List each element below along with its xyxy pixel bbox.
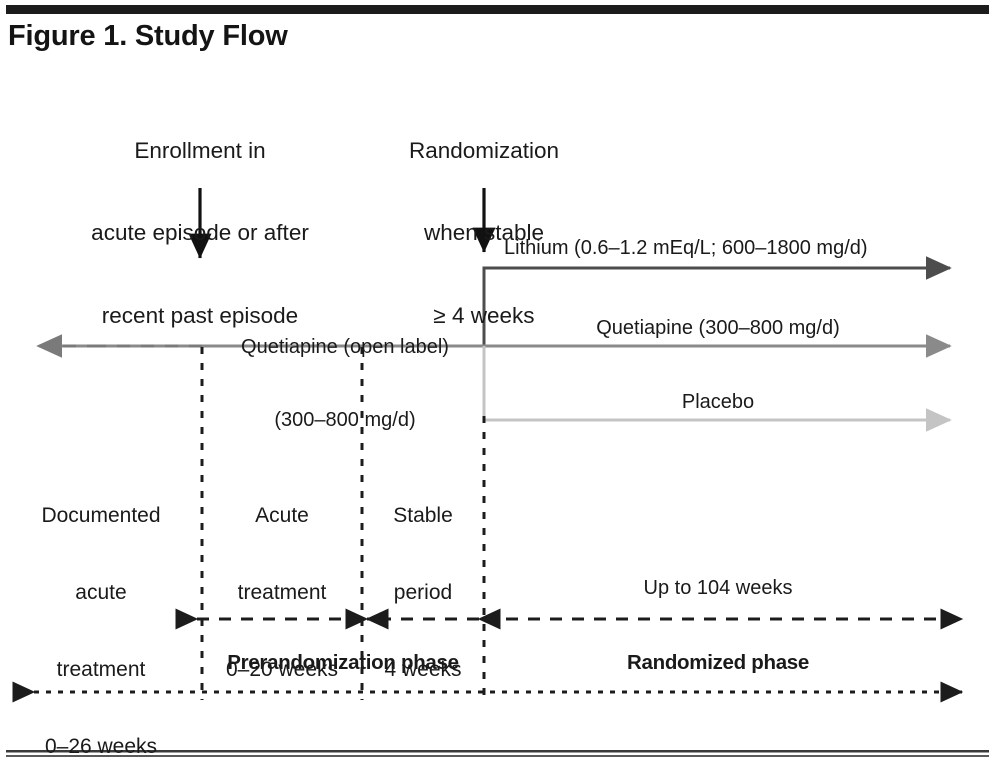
duration-note: Up to 104 weeks [643, 577, 793, 599]
column-stable-period: Stable period 4 weeks [384, 452, 461, 734]
annotation-randomization-line-3: ≥ 4 weeks [433, 302, 535, 328]
annotation-enrollment: Enrollment in acute episode or after rec… [91, 82, 309, 384]
column-documented-line-1: Documented [41, 504, 161, 528]
annotation-enrollment-line-1: Enrollment in [134, 137, 266, 163]
column-stable-line-1: Stable [393, 504, 453, 528]
lithium-arm-line [482, 256, 952, 346]
column-acute-line-1: Acute [255, 504, 309, 528]
open-label-line-1: Quetiapine (open label) [241, 335, 449, 358]
column-stable-line-2: period [393, 581, 453, 605]
column-documented-line-2: acute [75, 581, 127, 605]
bottom-rule-upper [6, 750, 989, 753]
annotation-randomization: Randomization when stable ≥ 4 weeks [409, 82, 559, 384]
open-label-quetiapine-block: Quetiapine (open label) (300–800 mg/d) [241, 286, 449, 481]
column-documented-line-3: treatment [56, 657, 146, 681]
column-stable-line-3: 4 weeks [384, 657, 462, 681]
annotation-enrollment-line-3: recent past episode [101, 302, 299, 328]
arm-label-placebo: Placebo [681, 391, 755, 413]
column-acute-line-2: treatment [237, 581, 327, 605]
annotation-enrollment-line-2: acute episode or after [91, 220, 309, 246]
column-documented-acute-treatment: Documented acute treatment 0–26 weeks [41, 452, 160, 765]
open-label-line-2: (300–800 mg/d) [274, 408, 416, 431]
arm-label-quetiapine: Quetiapine (300–800 mg/d) [596, 317, 840, 339]
phase-label-prerandomization: Prerandomization phase [227, 651, 459, 674]
annotation-randomization-line-1: Randomization [408, 137, 560, 163]
phase-label-randomized: Randomized phase [626, 651, 810, 674]
column-acute-line-3: 0–20 weeks [225, 657, 339, 681]
annotation-randomization-line-2: when stable [423, 220, 545, 246]
page-title: Figure 1. Study Flow [8, 20, 288, 52]
column-acute-treatment: Acute treatment 0–20 weeks [226, 452, 338, 734]
column-documented-line-4: 0–26 weeks [44, 734, 158, 758]
top-rule [6, 5, 989, 14]
arm-label-lithium: Lithium (0.6–1.2 mEq/L; 600–1800 mg/d) [504, 237, 868, 259]
bottom-rule-lower [6, 755, 989, 757]
